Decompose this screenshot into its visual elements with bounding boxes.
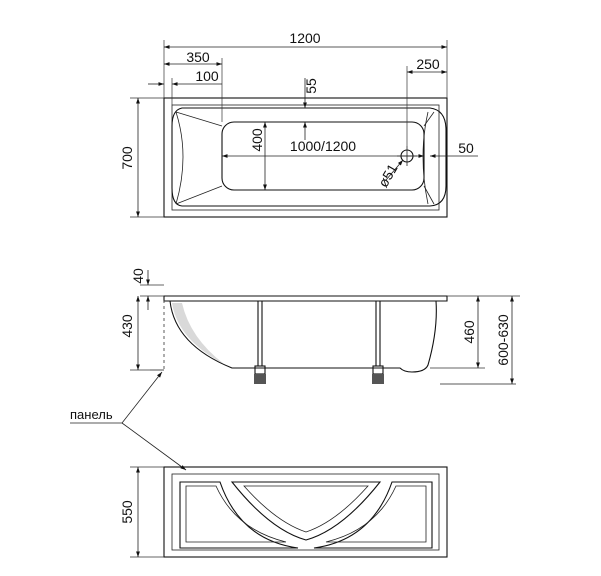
dim-offset-100: 100 [195,68,219,84]
panel-callout: панель [70,371,187,471]
support-leg-left [254,301,266,384]
dim-overflow-offset: 250 [416,56,440,72]
bathtub-headrest-curve [175,111,184,205]
panel-decor-right-petal [313,481,433,549]
dim-inner-length: 1000/1200 [290,138,356,154]
dim-offset-350: 350 [186,49,210,65]
support-leg-right [372,301,384,384]
bathtub-outline-top [163,97,448,218]
dim-rim-height: 40 [130,268,146,284]
top-view: 1200 350 100 55 250 1000/1200 400 700 ø5… [119,30,478,218]
bathtub-bowl-outer [171,107,447,207]
dim-tub-depth: 460 [461,320,477,344]
panel-label: панель [70,407,113,422]
dim-front-panel-height: 550 [119,500,135,524]
dim-inner-width: 400 [249,128,265,152]
dim-drain-offset: 55 [303,78,319,94]
front-panel-outline [163,466,448,558]
dim-overflow-diameter: ø51 [375,161,401,190]
dim-total-height: 600-630 [495,314,511,366]
bathtub-rim-side [163,295,448,302]
dim-overall-length: 1200 [289,30,320,46]
bathtub-body-side [169,300,437,373]
panel-decor-center [230,481,382,541]
bathtub-rim-top [171,104,440,211]
front-panel-view: 550 [119,466,448,558]
dim-outer-width: 700 [119,146,135,170]
dim-edge-50: 50 [458,140,474,156]
dim-panel-height-side: 430 [119,314,135,338]
panel-decor-left-petal [179,481,299,549]
side-view: 40 430 460 600-630 [119,268,520,385]
